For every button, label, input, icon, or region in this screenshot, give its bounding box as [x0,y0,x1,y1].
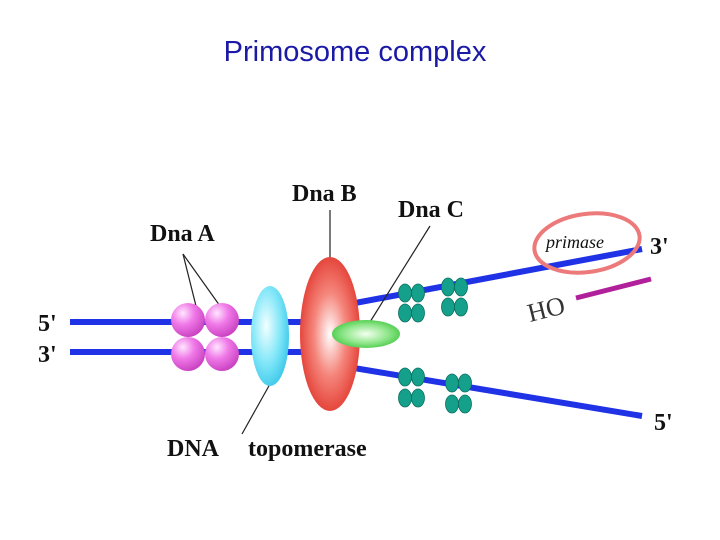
label-dna: DNA [167,436,220,462]
ssb-protein [441,297,455,317]
ssb-cluster-upper-1 [398,283,425,323]
ssb-cluster-lower-1 [398,367,425,408]
ssb-protein [441,277,455,297]
label-dna-b: Dna B [292,181,357,207]
dna-a-callout-left [182,253,197,307]
ssb-protein [458,394,472,414]
label-ho: HO [524,291,567,328]
label-topomerase: topomerase [248,436,367,462]
label-5prime-left: 5' [38,311,57,337]
rna-primer [575,276,652,301]
dna-c-protein [332,320,400,348]
ssb-cluster-lower-2 [445,373,472,414]
label-3prime-top: 3' [650,234,669,260]
dna-a-subunit [205,337,239,371]
dna-a-subunit [205,303,239,337]
ssb-cluster-upper-2 [441,277,468,317]
ssb-protein [411,388,425,408]
ssb-protein [398,367,412,387]
diagram-title: Primosome complex [223,36,487,68]
label-3prime-left: 3' [38,342,57,368]
ssb-protein [411,303,425,323]
label-dna-a: Dna A [150,221,215,247]
lagging-strand-lower [317,359,643,419]
ssb-protein [445,373,459,393]
ssb-protein [398,303,412,323]
callout-lines [182,210,431,435]
ssb-protein [398,283,412,303]
dna-a-subunit [171,303,205,337]
leading-strand-upper [317,246,643,313]
ssb-protein [445,394,459,414]
dna-a-subunit [171,337,205,371]
ssb-protein [454,277,468,297]
ssb-protein [411,283,425,303]
dna-c-callout [369,225,431,323]
dna-a-protein [171,303,239,371]
ssb-protein [398,388,412,408]
label-dna-c: Dna C [398,197,464,223]
dna-a-callout-right [182,253,221,307]
topomerase-callout [241,383,271,435]
dna-b-protein [300,257,360,411]
ssb-protein [411,367,425,387]
ssb-protein [458,373,472,393]
label-5prime-bottom: 5' [654,410,673,436]
ssb-protein [454,297,468,317]
primase-ring [532,211,642,275]
topomerase-protein [251,286,289,386]
label-primase: primase [544,232,604,252]
